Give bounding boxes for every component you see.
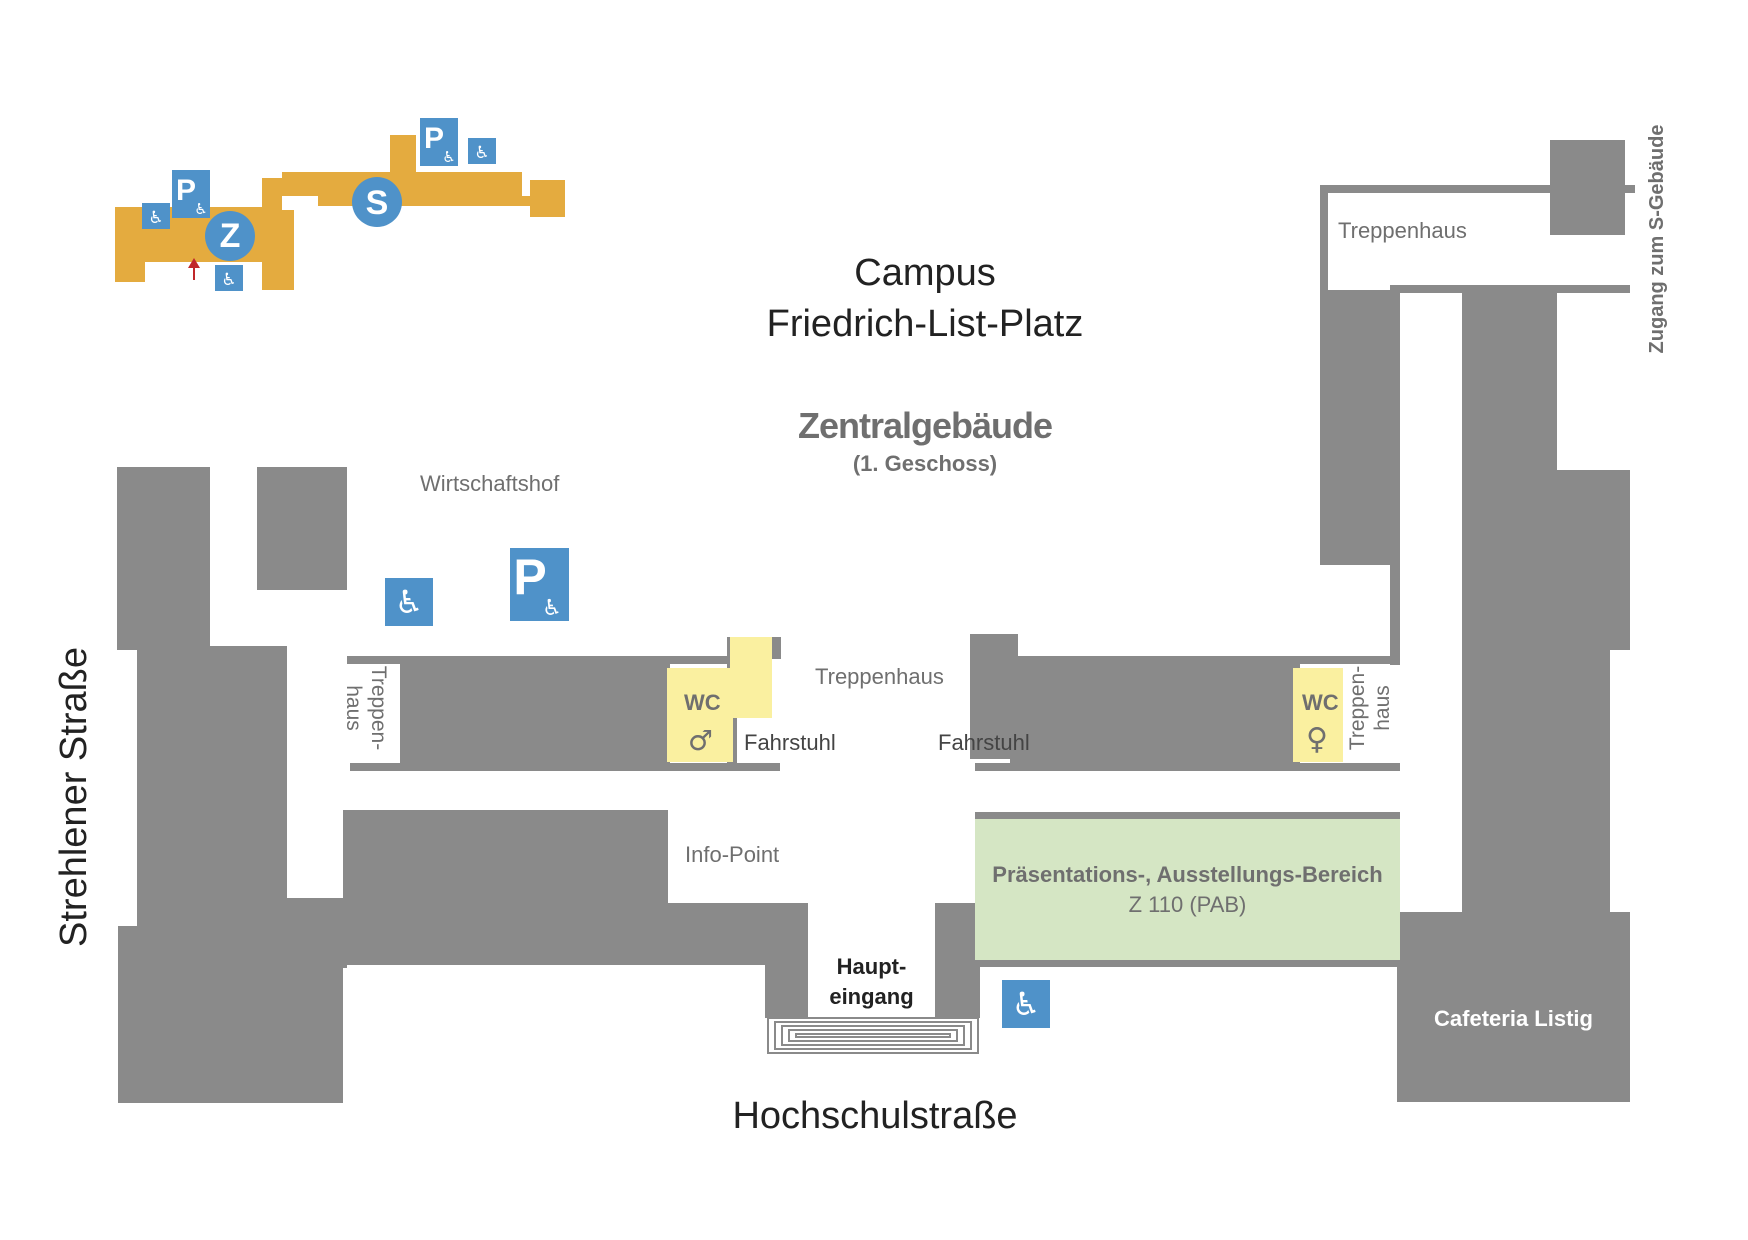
pab-area bbox=[975, 819, 1400, 960]
pab-title-label: Präsentations-, Ausstellungs-Bereich bbox=[992, 862, 1383, 887]
main-entrance-label: Haupt- eingang bbox=[808, 952, 935, 1012]
minimap-s-label: S bbox=[366, 184, 389, 222]
campus-title-line2: Friedrich-List-Platz bbox=[766, 303, 1084, 345]
svg-text:♿: ♿ bbox=[148, 208, 163, 228]
svg-text:P: P bbox=[424, 122, 444, 155]
building-walls bbox=[117, 140, 1635, 1103]
svg-text:♿: ♿ bbox=[1012, 985, 1041, 1023]
minimap-accessible-icon-1: ♿ bbox=[142, 203, 170, 229]
wirtschaftshof-label: Wirtschaftshof bbox=[420, 471, 560, 496]
treppenhaus-left-line2: haus bbox=[342, 685, 365, 731]
accessible-icon-entrance: ♿ bbox=[1002, 980, 1050, 1028]
street-left-label: Strehlener Straße bbox=[53, 647, 95, 947]
svg-text:♿: ♿ bbox=[194, 200, 207, 218]
treppenhaus-right-label: Treppen- haus bbox=[1345, 643, 1397, 773]
svg-text:♿: ♿ bbox=[542, 596, 562, 621]
pab-code-label: Z 110 (PAB) bbox=[1128, 892, 1247, 917]
wc-women-area bbox=[1293, 668, 1343, 762]
campus-title-line1: Campus bbox=[854, 252, 996, 294]
minimap-accessible-icon-2: ♿ bbox=[215, 265, 243, 291]
treppenhaus-right-line1: Treppen- bbox=[1346, 665, 1369, 751]
parking-icon-courtyard: P ♿ bbox=[510, 548, 569, 621]
wc-men-area bbox=[667, 637, 772, 762]
info-point-label: Info-Point bbox=[685, 842, 780, 867]
minimap-z-marker: Z bbox=[205, 211, 255, 261]
treppenhaus-top-right-label: Treppenhaus bbox=[1338, 218, 1467, 243]
minimap-s-marker: S bbox=[352, 177, 402, 227]
entrance-stairs bbox=[767, 1017, 979, 1054]
accessible-icon-courtyard: ♿ bbox=[385, 578, 433, 626]
svg-text:P: P bbox=[176, 174, 196, 207]
treppenhaus-right-line2: haus bbox=[1371, 685, 1394, 731]
wc-women-icon: ♀ bbox=[1306, 722, 1328, 757]
fahrstuhl-left-label: Fahrstuhl bbox=[744, 730, 836, 755]
minimap-parking-icon-1: P ♿ bbox=[172, 170, 210, 218]
svg-text:♿: ♿ bbox=[395, 583, 424, 621]
building-floor: (1. Geschoss) bbox=[852, 451, 998, 476]
svg-text:♿: ♿ bbox=[474, 143, 489, 163]
minimap-z-label: Z bbox=[220, 217, 241, 255]
wc-men-label: WC bbox=[684, 690, 721, 715]
building-name: Zentralgebäude bbox=[797, 405, 1053, 446]
fahrstuhl-right-label: Fahrstuhl bbox=[938, 730, 1030, 755]
treppenhaus-center-label: Treppenhaus bbox=[815, 664, 944, 689]
svg-text:♿: ♿ bbox=[442, 148, 455, 166]
svg-text:P: P bbox=[513, 549, 546, 605]
main-entrance-line2: eingang bbox=[829, 984, 914, 1009]
treppenhaus-left-line1: Treppen- bbox=[367, 665, 390, 751]
minimap: Z S P ♿ ♿ ♿ P ♿ ♿ bbox=[115, 118, 565, 291]
wc-women-label: WC bbox=[1302, 690, 1339, 715]
wc-men-icon: ♂ bbox=[688, 724, 714, 757]
street-bottom-label: Hochschulstraße bbox=[732, 1095, 1018, 1137]
minimap-parking-icon-2: P ♿ bbox=[420, 118, 458, 166]
svg-text:♿: ♿ bbox=[221, 270, 236, 290]
treppenhaus-left-label: Treppen- haus bbox=[339, 643, 391, 773]
cafeteria-label: Cafeteria Listig bbox=[1434, 1006, 1593, 1031]
s-building-access-label: Zugang zum S-Gebäude bbox=[1646, 124, 1668, 354]
you-are-here-arrow-icon bbox=[188, 258, 200, 280]
minimap-accessible-icon-3: ♿ bbox=[468, 138, 496, 164]
main-entrance-line1: Haupt- bbox=[836, 954, 907, 979]
